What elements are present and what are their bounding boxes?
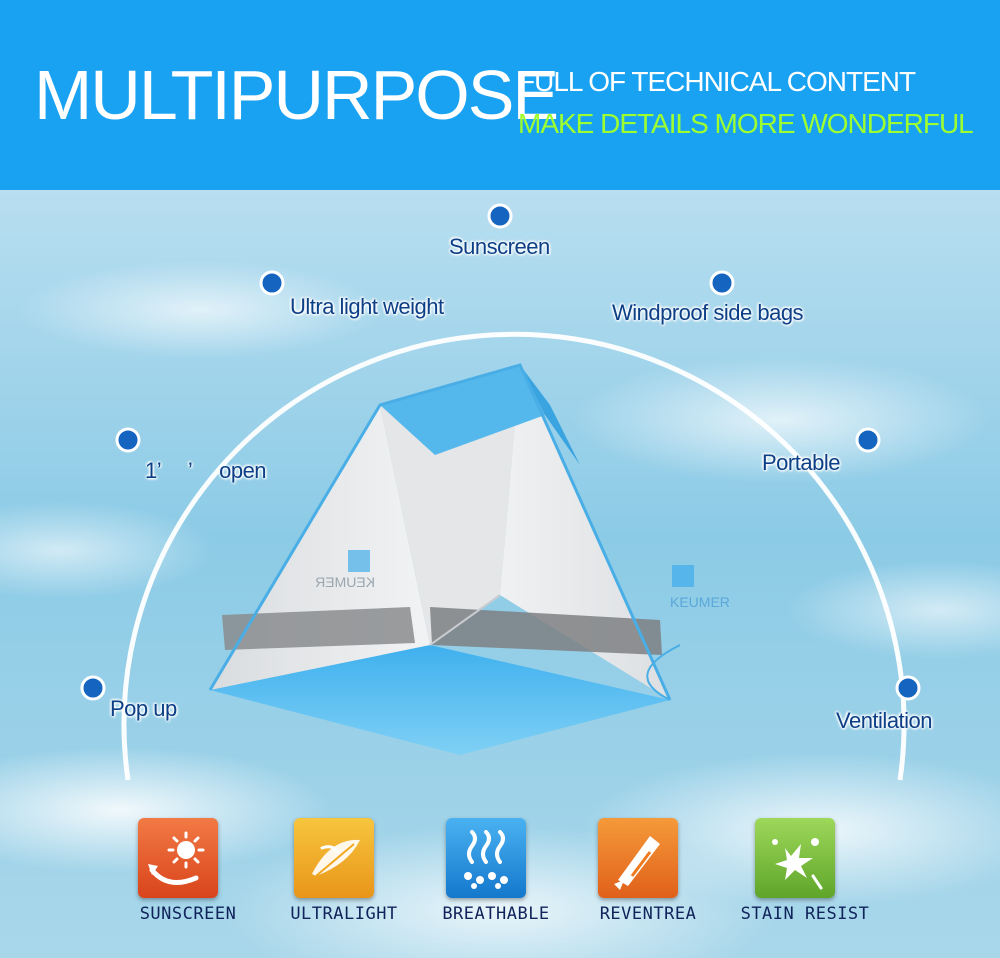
air-flow-icon [464, 830, 508, 889]
badge-label-breathable: BREATHABLE [442, 904, 550, 924]
dot-marker-ventilation [895, 675, 921, 701]
badge-label-ultralight: ULTRALIGHT [290, 904, 398, 924]
dot-marker-sunscreen [487, 203, 513, 229]
tear-resist-icon [614, 836, 660, 890]
badge-label-sunscreen: SUNSCREEN [139, 904, 237, 924]
brand-text-right: KEUMER [670, 594, 730, 610]
subtitle-line-1: FULL OF TECHNICAL CONTENT [518, 66, 916, 97]
dot-marker-open [115, 427, 141, 453]
feature-label-ultralight: Ultra light weight [290, 294, 444, 319]
brand-text-left: KEUMER [315, 574, 375, 590]
badge-breathable [446, 818, 526, 898]
badge-ultralight [294, 818, 374, 898]
badge-reventrea [598, 818, 678, 898]
dot-marker-portable [855, 427, 881, 453]
feature-label-open: 1’ ’ open [145, 458, 267, 483]
page-title: MULTIPURPOSE [34, 56, 559, 134]
sun-icon [148, 831, 205, 885]
feature-label-windproof: Windproof side bags [612, 300, 804, 325]
feature-label-sunscreen: Sunscreen [449, 234, 550, 259]
feature-label-portable: Portable [762, 450, 840, 475]
splash-icon [772, 838, 823, 890]
badge-stain-resist [755, 818, 835, 898]
header-banner: MULTIPURPOSE FULL OF TECHNICAL CONTENT M… [0, 0, 1000, 190]
badge-label-stain-resist: STAIN RESIST [740, 904, 870, 924]
beach-tent-image: KEUMER KEUMER [208, 363, 730, 755]
dot-marker-ultralight [259, 270, 285, 296]
badge-sunscreen [138, 818, 218, 898]
badge-label-reventrea: REVENTREA [599, 904, 697, 924]
feature-label-popup: Pop up [110, 696, 177, 721]
subtitle-line-2: MAKE DETAILS MORE WONDERFUL [518, 108, 974, 139]
feature-label-ventilation: Ventilation [836, 708, 933, 733]
brand-logo-left [348, 550, 370, 572]
dot-marker-windproof [709, 270, 735, 296]
dot-marker-popup [80, 675, 106, 701]
brand-logo-right [672, 565, 694, 587]
feather-icon [312, 839, 360, 877]
